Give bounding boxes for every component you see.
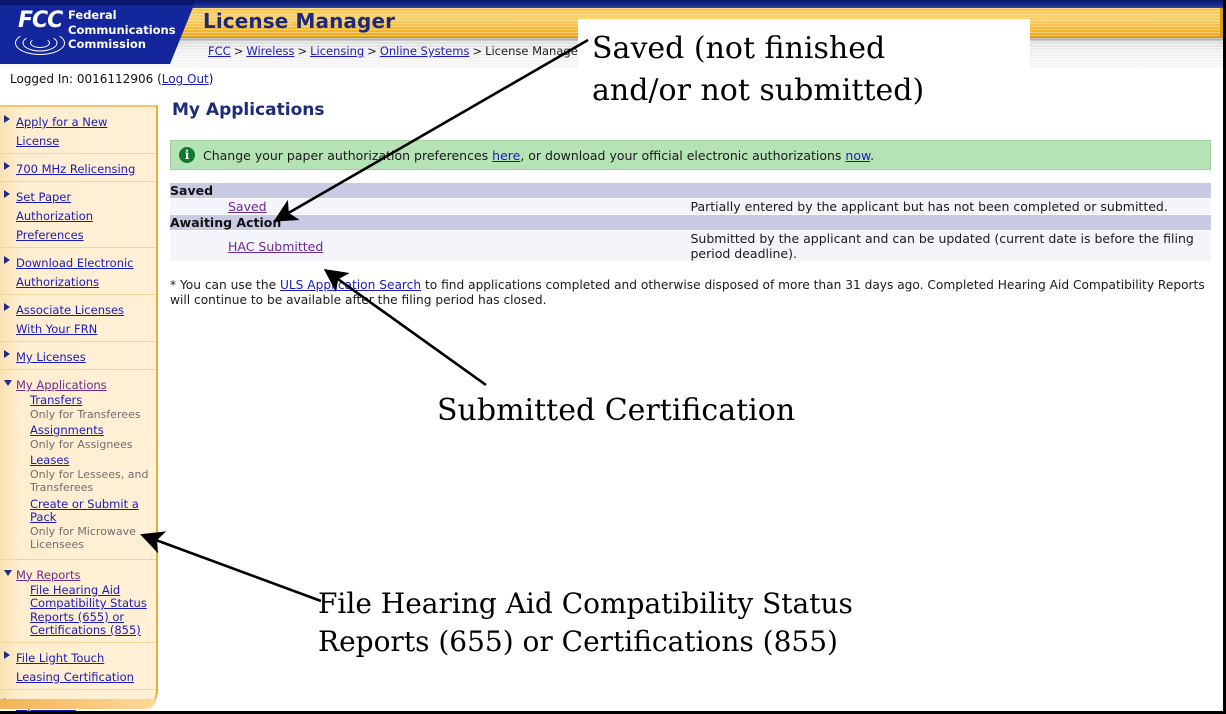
sidebar-subitem-file-hac-reports[interactable]: File Hearing Aid Compatibility Status Re… bbox=[30, 582, 147, 637]
application-description: Submitted by the applicant and can be up… bbox=[690, 230, 1211, 262]
application-link-saved[interactable]: Saved bbox=[228, 199, 267, 214]
sidebar-bottom-cap bbox=[0, 699, 156, 709]
paper-authorization-here-link[interactable]: here bbox=[492, 148, 521, 163]
annotation-submitted-text: Submitted Certification bbox=[437, 393, 796, 428]
chevron-right-icon bbox=[4, 115, 10, 123]
fcc-logo-top-edge bbox=[0, 0, 196, 5]
applications-table: Saved Saved Partially entered by the app… bbox=[170, 183, 1211, 262]
chevron-right-icon bbox=[4, 256, 10, 264]
chevron-right-icon bbox=[4, 162, 10, 170]
sidebar-subitems-my-reports: File Hearing Aid Compatibility Status Re… bbox=[16, 583, 150, 638]
sidebar-item-download-electronic-authorizations[interactable]: Download Electronic Authorizations bbox=[0, 248, 156, 295]
footnote-before: * You can use the bbox=[170, 278, 280, 292]
sidebar-item-label[interactable]: My Applications bbox=[16, 378, 107, 392]
sidebar-item-label[interactable]: Apply for a New License bbox=[16, 115, 108, 148]
info-text-middle: , or download your official electronic a… bbox=[520, 148, 846, 163]
breadcrumb-item-online-systems[interactable]: Online Systems bbox=[379, 44, 470, 58]
sidebar-item-700-mhz-relicensing[interactable]: 700 MHz Relicensing bbox=[0, 154, 156, 182]
sidebar-subitem-transfers-note: Only for Transferees bbox=[30, 407, 141, 421]
info-icon: i bbox=[179, 147, 195, 163]
footnote: * You can use the ULS Application Search… bbox=[170, 278, 1210, 308]
sidebar-item-label[interactable]: 700 MHz Relicensing bbox=[16, 162, 136, 176]
info-text-before: Change your paper authorization preferen… bbox=[203, 148, 493, 163]
breadcrumb: FCC>Wireless>Licensing>Online Systems>Li… bbox=[208, 44, 583, 58]
sidebar-subitem-transfers[interactable]: Transfers bbox=[30, 393, 83, 407]
arrow-to-sidebar-hac-reports bbox=[140, 531, 322, 603]
application-link-cell[interactable]: Saved bbox=[170, 198, 691, 215]
chevron-right-icon bbox=[4, 190, 10, 198]
login-frn: 0016112906 bbox=[76, 72, 154, 86]
chevron-right-icon bbox=[4, 650, 10, 659]
breadcrumb-sep-1: > bbox=[233, 44, 244, 58]
sidebar-subitem-assignments-note: Only for Assignees bbox=[30, 437, 133, 451]
group-label: Saved bbox=[170, 183, 1211, 199]
sidebar-item-label[interactable]: Associate Licenses With Your FRN bbox=[16, 303, 125, 336]
chevron-down-icon bbox=[4, 569, 12, 576]
annotation-saved-text: Saved (not finished and/or not submitted… bbox=[592, 31, 925, 108]
paren-close: ) bbox=[208, 72, 214, 86]
sidebar-item-label[interactable]: My Licenses bbox=[16, 350, 86, 364]
table-group-header-awaiting-action: Awaiting Action bbox=[170, 214, 1211, 231]
chevron-down-icon bbox=[4, 380, 12, 386]
download-authorizations-now-link[interactable]: now bbox=[845, 148, 871, 163]
fcc-logo[interactable]: FCC Federal Communications Commission bbox=[0, 0, 196, 64]
sidebar: Apply for a New License 700 MHz Relicens… bbox=[0, 105, 158, 712]
table-row[interactable]: Saved Partially entered by the applicant… bbox=[170, 198, 1211, 215]
sidebar-item-label[interactable]: File Light Touch Leasing Certification bbox=[16, 650, 134, 684]
application-link-cell[interactable]: HAC Submitted bbox=[170, 230, 691, 262]
sidebar-item-label[interactable]: Download Electronic Authorizations bbox=[16, 256, 134, 289]
sidebar-item-file-light-touch-leasing-certification[interactable]: File Light Touch Leasing Certification bbox=[0, 643, 156, 690]
login-status: Logged In: 0016112906 (Log Out) bbox=[10, 72, 213, 86]
group-label: Awaiting Action bbox=[170, 214, 1211, 231]
sidebar-item-my-applications[interactable]: My Applications Transfers Only for Trans… bbox=[0, 370, 156, 560]
fcc-acronym: FCC bbox=[18, 8, 63, 33]
sidebar-item-label[interactable]: My Reports bbox=[16, 567, 81, 582]
page-border-bottom bbox=[0, 711, 1226, 714]
fcc-ripple-icon bbox=[14, 30, 66, 56]
breadcrumb-sep-2: > bbox=[297, 44, 308, 58]
info-banner-text: Change your paper authorization preferen… bbox=[203, 148, 874, 163]
breadcrumb-sep-4: > bbox=[472, 44, 483, 58]
info-text-after: . bbox=[870, 148, 875, 163]
breadcrumb-item-fcc[interactable]: FCC bbox=[208, 44, 231, 58]
info-banner: i Change your paper authorization prefer… bbox=[170, 140, 1211, 170]
header-top-blue-bar bbox=[0, 0, 1223, 8]
fcc-logo-wordmark: Federal Communications Commission bbox=[68, 8, 176, 51]
uls-application-search-link[interactable]: ULS Application Search bbox=[279, 278, 422, 292]
sidebar-item-associate-licenses-with-your-frn[interactable]: Associate Licenses With Your FRN bbox=[0, 295, 156, 342]
main-content: My Applications i Change your paper auth… bbox=[170, 100, 1215, 308]
table-group-header-saved: Saved bbox=[170, 183, 1211, 199]
sidebar-subitem-assignments[interactable]: Assignments bbox=[30, 423, 104, 437]
page-app-title: License Manager bbox=[203, 9, 396, 33]
annotation-reports-text: File Hearing Aid Compatibility Status Re… bbox=[318, 587, 853, 658]
chevron-right-icon bbox=[4, 303, 10, 311]
sidebar-subitem-leases[interactable]: Leases bbox=[30, 453, 70, 467]
table-row[interactable]: HAC Submitted Submitted by the applicant… bbox=[170, 230, 1211, 262]
sidebar-subitem-create-or-submit-a-pack[interactable]: Create or Submit a Pack bbox=[30, 496, 139, 524]
sidebar-subitems-my-applications: Transfers Only for Transferees Assignmen… bbox=[16, 393, 150, 552]
header-gold-right-cap bbox=[1220, 8, 1223, 37]
sidebar-item-apply-for-a-new-license[interactable]: Apply for a New License bbox=[0, 107, 156, 154]
breadcrumb-item-wireless[interactable]: Wireless bbox=[246, 44, 295, 58]
page-border-right bbox=[1223, 0, 1226, 714]
application-description: Partially entered by the applicant but h… bbox=[690, 198, 1211, 215]
login-prefix: Logged In: bbox=[10, 72, 77, 86]
sidebar-subitem-leases-note: Only for Lessees, and Transferees bbox=[30, 467, 149, 495]
sidebar-subitem-create-or-submit-a-pack-note: Only for Microwave Licensees bbox=[30, 524, 136, 552]
application-link-hac-submitted[interactable]: HAC Submitted bbox=[228, 238, 324, 254]
annotation-backdrop-saved bbox=[578, 19, 1030, 120]
sidebar-list: Apply for a New License 700 MHz Relicens… bbox=[0, 107, 156, 714]
chevron-right-icon bbox=[4, 350, 10, 358]
log-out-link[interactable]: Log Out bbox=[161, 72, 209, 86]
breadcrumb-item-current: License Manager bbox=[485, 44, 583, 58]
sidebar-item-label[interactable]: Set Paper Authorization Preferences bbox=[16, 190, 94, 242]
sidebar-item-my-licenses[interactable]: My Licenses bbox=[0, 342, 156, 370]
sidebar-item-my-reports[interactable]: My Reports File Hearing Aid Compatibilit… bbox=[0, 560, 156, 643]
paren-open: ( bbox=[157, 72, 162, 86]
breadcrumb-sep-3: > bbox=[367, 44, 377, 58]
breadcrumb-item-licensing[interactable]: Licensing bbox=[310, 44, 365, 58]
sidebar-item-set-paper-authorization-preferences[interactable]: Set Paper Authorization Preferences bbox=[0, 182, 156, 248]
